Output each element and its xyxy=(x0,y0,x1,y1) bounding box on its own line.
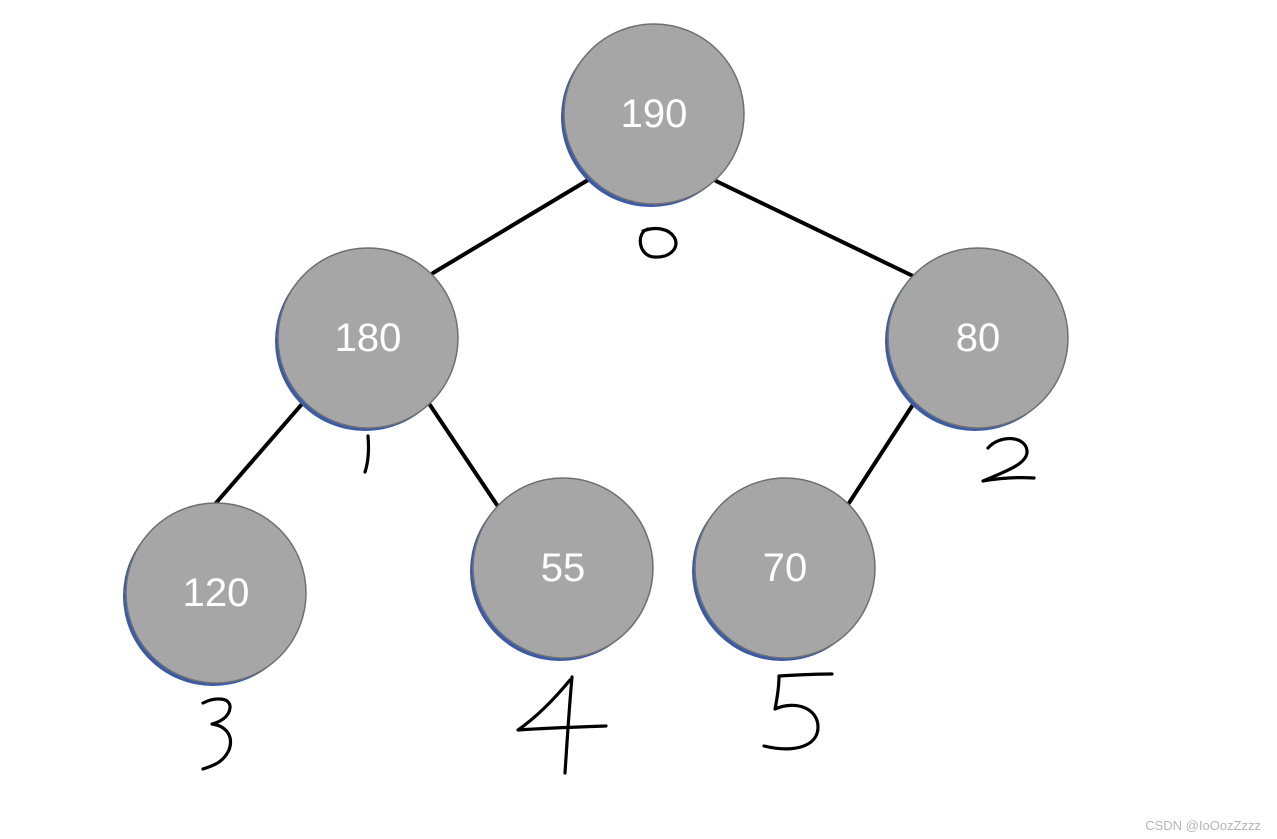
watermark: CSDN @IoOozZzzz xyxy=(1145,818,1261,833)
node-value: 190 xyxy=(621,92,688,136)
node-circle xyxy=(472,477,654,659)
index-label-2 xyxy=(981,437,1036,483)
node-value: 120 xyxy=(183,571,250,615)
tree-node-1: 180 xyxy=(275,247,459,431)
edge-1-3 xyxy=(214,402,304,505)
node-value: 80 xyxy=(956,316,1001,360)
edge-0-2 xyxy=(714,179,915,278)
node-value: 70 xyxy=(763,546,808,590)
node-circle xyxy=(563,23,745,205)
index-label-4 xyxy=(516,675,608,775)
node-value: 180 xyxy=(335,316,402,360)
node-circle xyxy=(277,247,459,429)
tree-node-0: 190 xyxy=(561,23,745,207)
tree-node-4: 55 xyxy=(470,477,654,661)
tree-node-5: 70 xyxy=(692,477,876,661)
node-circle xyxy=(694,477,876,659)
edge-1-4 xyxy=(428,403,499,507)
index-label-5 xyxy=(762,672,834,751)
index-label-1 xyxy=(363,434,371,474)
tree-node-2: 80 xyxy=(885,247,1069,431)
edge-0-1 xyxy=(431,178,590,275)
index-labels xyxy=(201,226,1036,775)
index-label-0 xyxy=(638,226,678,259)
tree-node-3: 120 xyxy=(123,502,307,686)
index-label-3 xyxy=(201,697,233,771)
node-value: 55 xyxy=(541,546,586,590)
edges xyxy=(214,178,916,507)
edge-2-5 xyxy=(847,401,916,505)
node-circle xyxy=(125,502,307,684)
node-circle xyxy=(887,247,1069,429)
